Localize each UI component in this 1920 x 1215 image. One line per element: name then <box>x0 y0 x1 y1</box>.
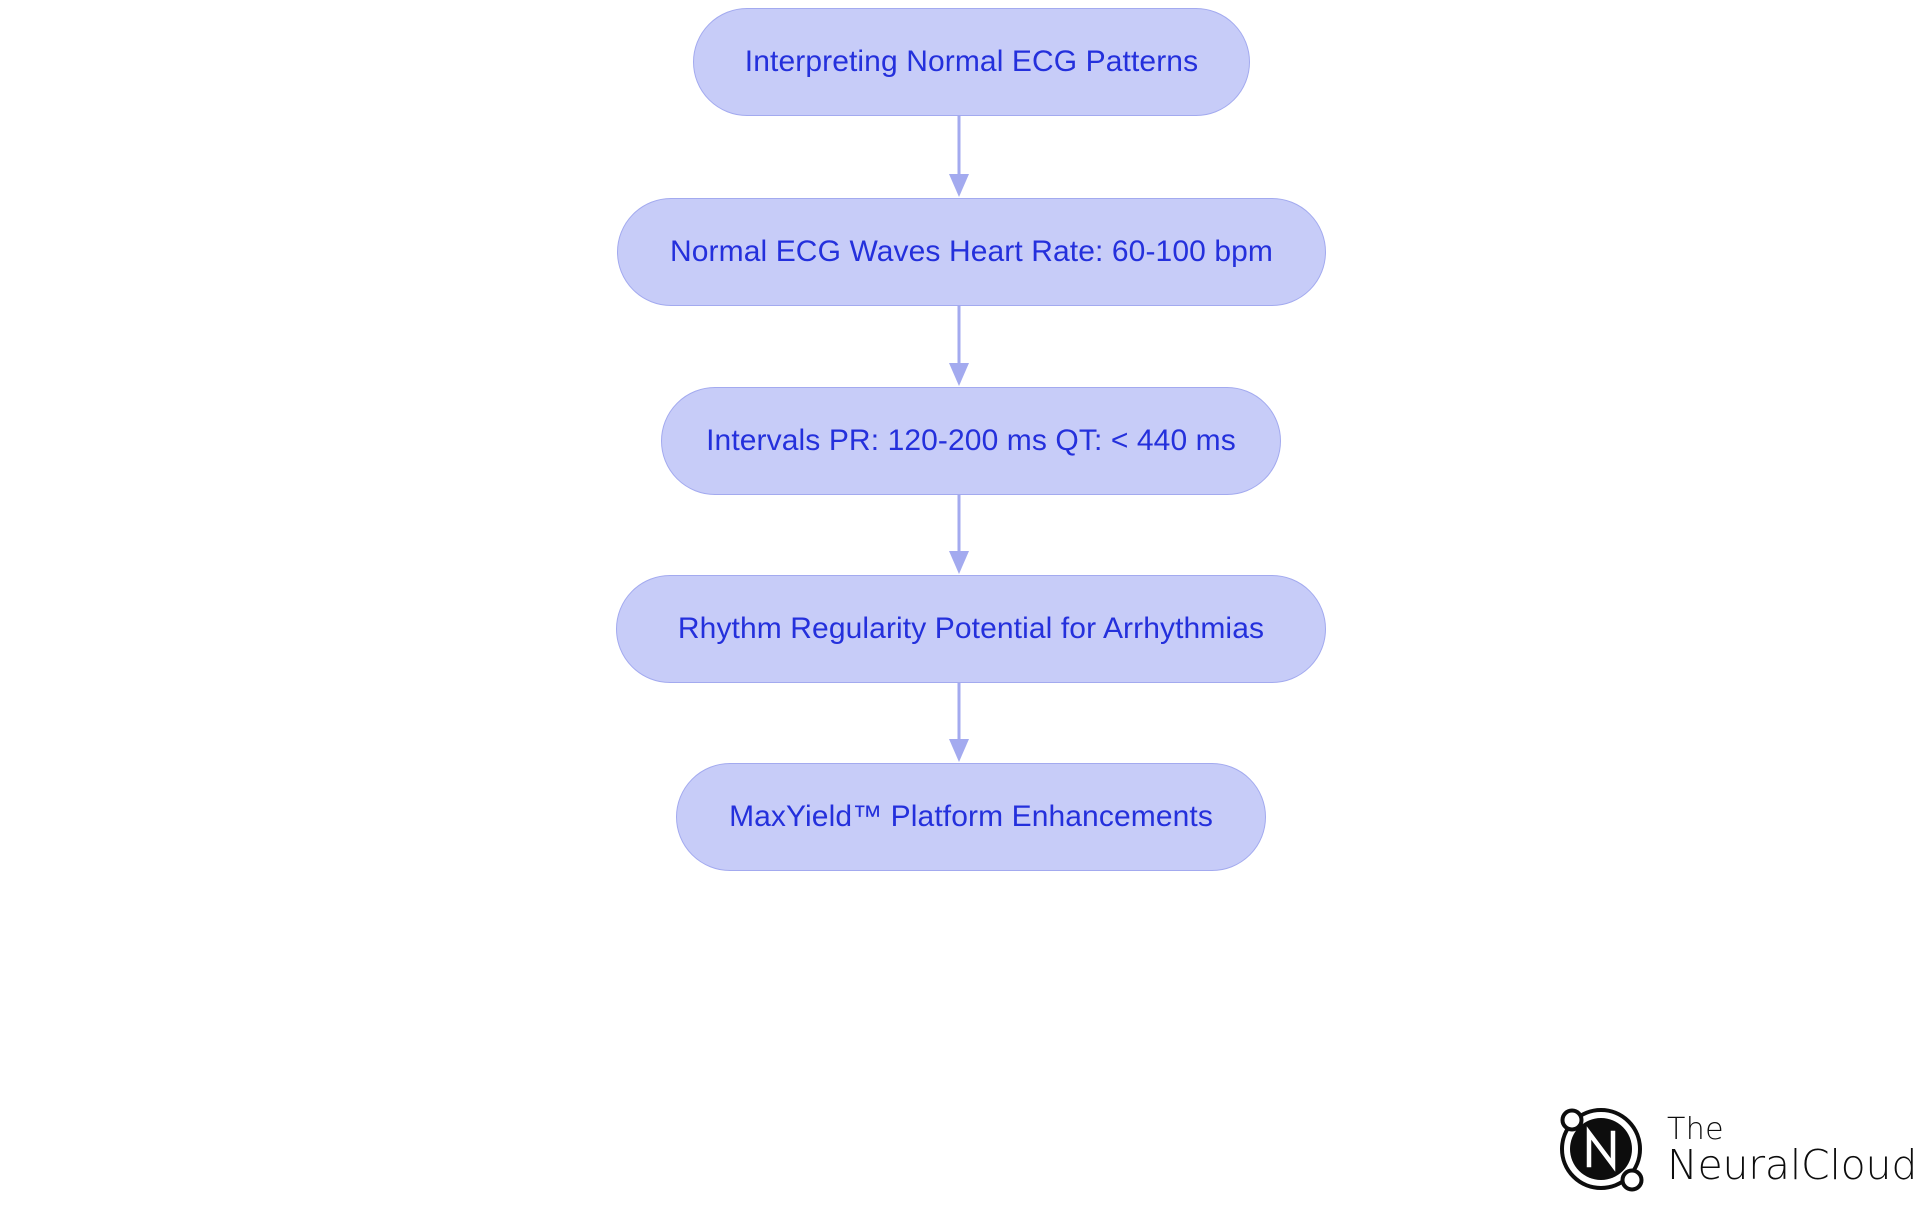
flowchart-node-interpreting-normal-ecg-patterns[interactable]: Interpreting Normal ECG Patterns <box>693 8 1250 116</box>
logo-line-neuralcloud: NeuralCloud <box>1667 1141 1918 1190</box>
logo-line-the: The <box>1667 1111 1724 1147</box>
arrow-down-icon <box>949 306 969 386</box>
flowchart-edge-n2-n3 <box>944 495 974 575</box>
flowchart-edge-n1-n2 <box>944 306 974 387</box>
flowchart-node-normal-ecg-waves-heart-rate[interactable]: Normal ECG Waves Heart Rate: 60-100 bpm <box>617 198 1326 306</box>
brand-logo: The NeuralCloud <box>1553 1098 1917 1204</box>
neuralcloud-mark-icon <box>1553 1101 1649 1202</box>
node-label: Interpreting Normal ECG Patterns <box>744 45 1199 78</box>
flowchart-edge-n0-n1 <box>944 116 974 198</box>
node-label: Normal ECG Waves Heart Rate: 60-100 bpm <box>669 235 1273 268</box>
node-label: Intervals PR: 120-200 ms QT: < 440 ms <box>706 424 1236 457</box>
node-label: Rhythm Regularity Potential for Arrhythm… <box>677 612 1265 645</box>
flowchart-node-rhythm-regularity-arrhythmias[interactable]: Rhythm Regularity Potential for Arrhythm… <box>616 575 1326 683</box>
flowchart-edge-n3-n4 <box>944 683 974 763</box>
arrow-down-icon <box>949 683 969 762</box>
arrow-down-icon <box>949 116 969 197</box>
flowchart-node-maxyield-platform-enhancements[interactable]: MaxYield™ Platform Enhancements <box>676 763 1266 871</box>
node-label: MaxYield™ Platform Enhancements <box>729 800 1213 833</box>
arrow-down-icon <box>949 495 969 574</box>
flowchart-node-intervals-pr-qt[interactable]: Intervals PR: 120-200 ms QT: < 440 ms <box>661 387 1281 495</box>
logo-wordmark: The NeuralCloud <box>1667 1111 1918 1190</box>
